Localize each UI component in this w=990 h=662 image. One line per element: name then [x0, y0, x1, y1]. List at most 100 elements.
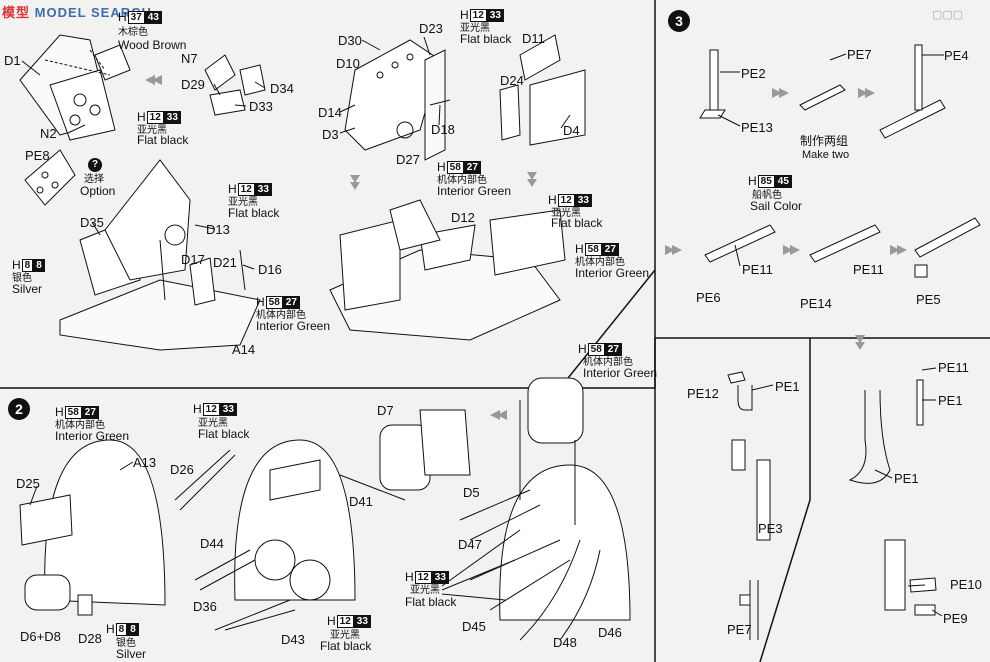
part-label-D25: D25	[16, 476, 40, 491]
paint-cn-flat-black-3: 亚光黑	[460, 23, 490, 34]
paint-en-flat-black-6: Flat black	[320, 639, 372, 653]
part-label-D10: D10	[336, 56, 360, 71]
paint-en-silver-2: Silver	[116, 647, 147, 661]
paint-cn-interior-green-4: 机体内部色	[55, 420, 105, 431]
part-label-PE6: PE6	[696, 290, 721, 305]
paint-en-flat-black-3: Flat black	[460, 32, 512, 46]
paint-en-sail-color: Sail Color	[750, 199, 803, 213]
part-label-D27: D27	[396, 152, 420, 167]
paint-cn-interior-green-5: 机体内部色	[583, 357, 633, 368]
option-cn: 选择	[84, 174, 104, 185]
part-label-D14: D14	[318, 105, 342, 120]
part-label-PE11-b: PE11	[853, 262, 884, 277]
part-label-PE2: PE2	[741, 66, 766, 81]
option-en: Option	[80, 184, 116, 198]
part-label-N7: N7	[181, 51, 198, 66]
paint-cn-flat-black-7: 亚光黑	[410, 585, 440, 596]
step-number-3: 3	[668, 10, 690, 32]
part-label-PE1-c: PE1	[894, 471, 919, 486]
paint-cn-silver-2: 银色	[116, 638, 136, 649]
paint-en-flat-black-5: Flat black	[198, 427, 250, 441]
part-label-D47: D47	[458, 537, 482, 552]
part-label-D21: D21	[213, 255, 237, 270]
part-label-PE5: PE5	[916, 292, 941, 307]
part-label-D30: D30	[338, 33, 362, 48]
part-label-D6-D8: D6+D8	[20, 629, 61, 644]
step-number-2: 2	[8, 398, 30, 420]
part-label-D41: D41	[349, 494, 373, 509]
paint-en-silver-1: Silver	[12, 282, 43, 296]
paint-cn-silver-1: 银色	[12, 273, 32, 284]
part-label-PE4: PE4	[944, 48, 969, 63]
part-label-PE7-top: PE7	[847, 47, 872, 62]
part-label-A13: A13	[133, 455, 157, 470]
paint-en-wood-brown: Wood Brown	[118, 38, 187, 52]
part-label-PE1-a: PE1	[775, 379, 800, 394]
part-label-D34: D34	[270, 81, 294, 96]
make-two-en: Make two	[802, 149, 850, 161]
part-label-D35: D35	[80, 215, 104, 230]
part-label-D24: D24	[500, 73, 524, 88]
paint-cn-interior-green-3: 机体内部色	[575, 257, 625, 268]
make-two-cn: 制作两组	[800, 134, 849, 148]
paint-cn-flat-black-4: 亚光黑	[551, 208, 581, 219]
paint-cn-interior-green-2: 机体内部色	[437, 175, 487, 186]
site-logo: 模型 MODEL SEARCH	[2, 5, 152, 20]
paint-en-interior-green-4: Interior Green	[55, 429, 130, 443]
part-label-D23: D23	[419, 21, 443, 36]
part-label-PE11-c: PE11	[938, 360, 969, 375]
watermark: ▢▢▢	[932, 9, 964, 21]
paint-en-flat-black-4: Flat black	[551, 216, 603, 230]
part-label-D26: D26	[170, 462, 194, 477]
paint-cn-sail-color: 船帆色	[752, 190, 782, 201]
paint-en-flat-black-7: Flat black	[405, 595, 457, 609]
part-label-D11: D11	[522, 31, 545, 46]
paint-cn-flat-black-2: 亚光黑	[228, 197, 258, 208]
part-label-N2: N2	[40, 126, 57, 141]
part-label-PE13: PE13	[741, 120, 773, 135]
part-label-PE7-bottom: PE7	[727, 622, 752, 637]
part-label-PE11-a: PE11	[742, 262, 773, 277]
part-label-PE10: PE10	[950, 577, 982, 592]
paint-cn-flat-black-6: 亚光黑	[330, 630, 360, 641]
part-label-D16: D16	[258, 262, 282, 277]
part-label-PE1-b: PE1	[938, 393, 963, 408]
paint-en-flat-black-1: Flat black	[137, 133, 189, 147]
part-label-D12: D12	[451, 210, 475, 225]
part-label-D13: D13	[206, 222, 230, 237]
part-label-D45: D45	[462, 619, 486, 634]
part-label-D43: D43	[281, 632, 305, 647]
paint-en-interior-green-2: Interior Green	[437, 184, 512, 198]
part-label-D7: D7	[377, 403, 394, 418]
paint-cn-flat-black-5: 亚光黑	[198, 418, 228, 429]
part-label-D48: D48	[553, 635, 577, 650]
part-label-D1: D1	[4, 53, 21, 68]
part-label-PE9: PE9	[943, 611, 968, 626]
part-label-D29: D29	[181, 77, 205, 92]
paint-cn-flat-black-1: 亚光黑	[137, 125, 167, 136]
part-label-D3: D3	[322, 127, 339, 142]
part-label-PE12: PE12	[687, 386, 719, 401]
paint-en-interior-green-5: Interior Green	[583, 366, 658, 380]
part-label-D28: D28	[78, 631, 102, 646]
part-label-D46: D46	[598, 625, 622, 640]
paint-en-flat-black-2: Flat black	[228, 206, 280, 220]
part-label-A14: A14	[232, 342, 256, 357]
paint-cn-interior-green-1: 机体内部色	[256, 310, 306, 321]
